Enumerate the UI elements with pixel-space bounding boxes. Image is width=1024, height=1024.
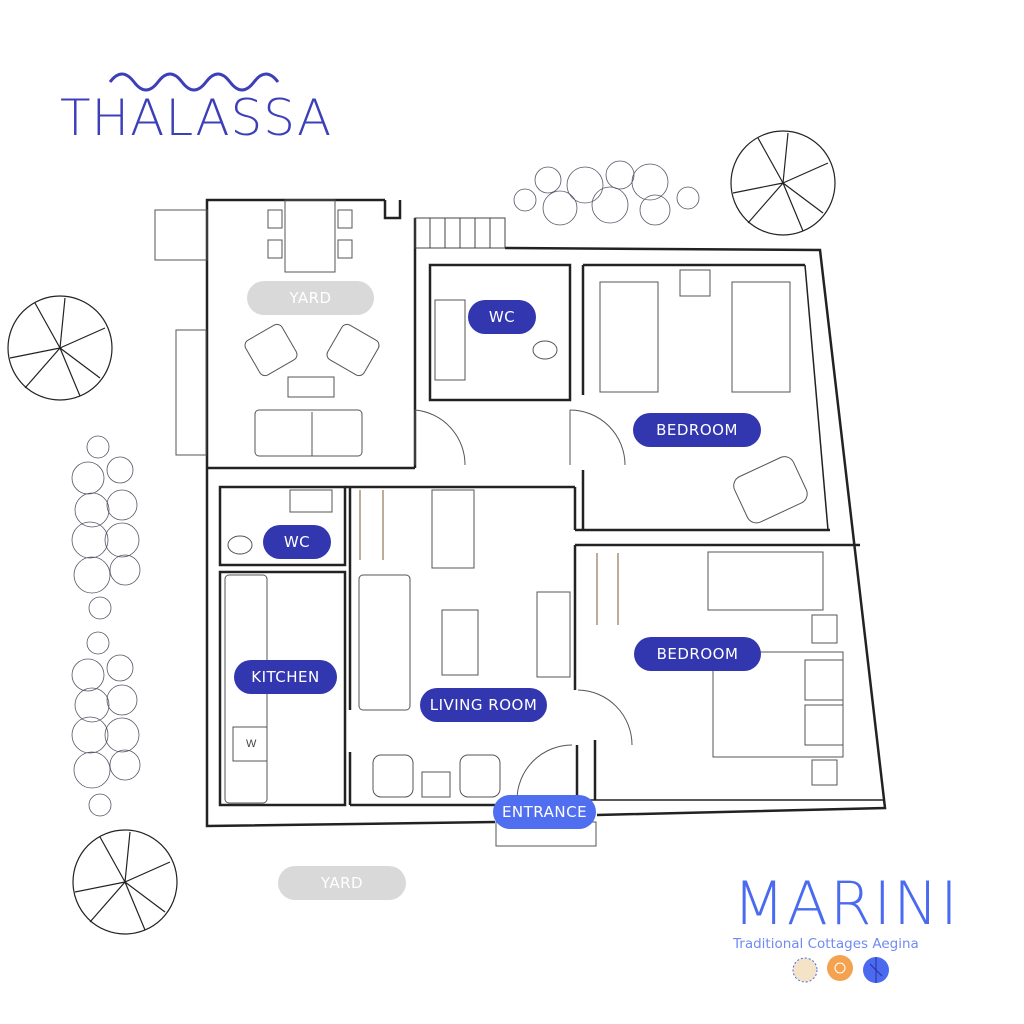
label-wc-small: WC — [263, 525, 331, 559]
furniture — [154, 199, 844, 847]
washer-label: W — [246, 738, 257, 750]
tree-icon — [7, 295, 113, 401]
thalassa-logo: THALASSA — [60, 89, 333, 147]
label-yard-top: YARD — [247, 281, 374, 315]
marini-tagline: Traditional Cottages Aegina — [733, 936, 919, 952]
label-entrance: ENTRANCE — [493, 795, 596, 829]
label-bedroom-2: BEDROOM — [634, 637, 761, 671]
marini-logo: MARINI — [733, 869, 960, 939]
shrubs — [71, 160, 700, 817]
tree-icon — [730, 130, 836, 236]
label-living-room: LIVING ROOM — [420, 688, 547, 722]
wardrobe — [359, 490, 619, 625]
trees — [7, 130, 836, 935]
label-bedroom-1: BEDROOM — [633, 413, 761, 447]
stairs — [414, 217, 506, 249]
label-wc-top: WC — [468, 300, 536, 334]
label-yard-bottom: YARD — [278, 866, 406, 900]
waves-logo-icon — [108, 72, 280, 92]
label-kitchen: KITCHEN — [234, 660, 337, 694]
tree-icon — [72, 829, 178, 935]
shell-icons — [792, 955, 889, 983]
